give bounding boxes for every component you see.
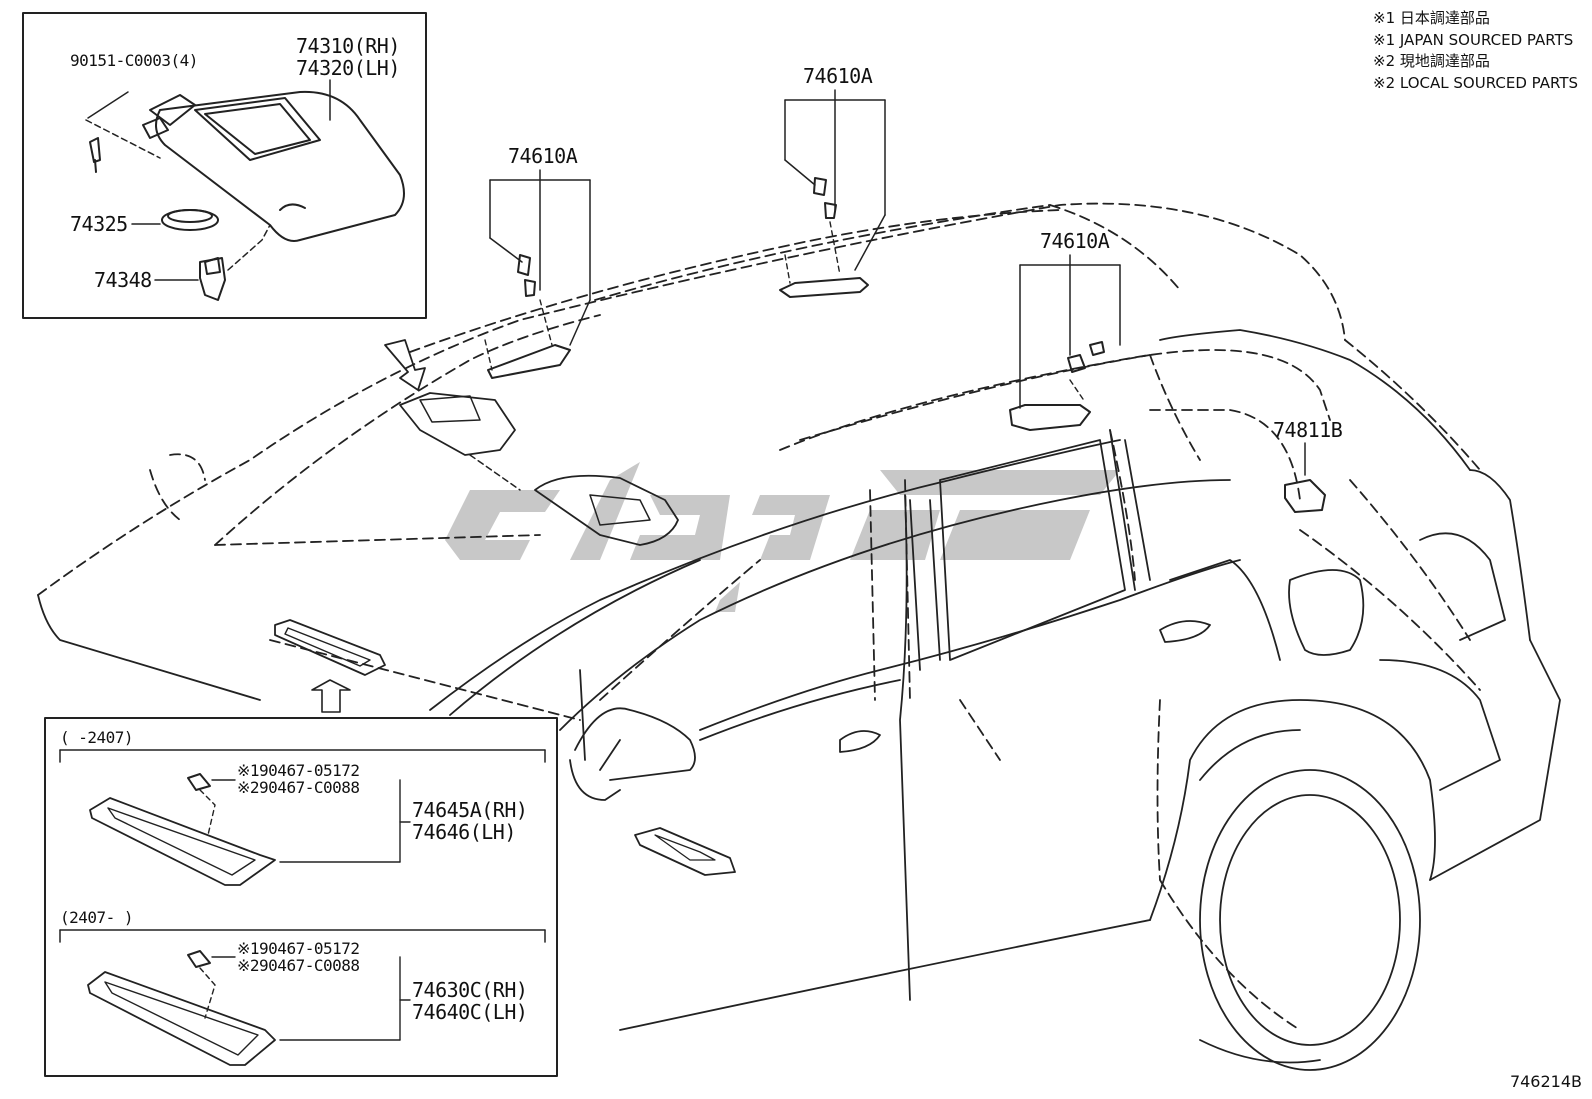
visor-holder-part-number[interactable]: 74325	[70, 212, 128, 236]
note-japan-jp: ※1 日本調達部品	[1373, 9, 1490, 27]
period-1-clip-local[interactable]: ※290467-C0088	[237, 778, 360, 797]
note-local-jp: ※2 現地調達部品	[1373, 52, 1490, 70]
visor-rh-part-number[interactable]: 74310(RH)	[296, 34, 400, 58]
sourcing-notes: ※1 日本調達部品 ※1 JAPAN SOURCED PARTS ※2 現地調達…	[1373, 8, 1578, 94]
period-2-shade-rh[interactable]: 74630C(RH)	[412, 978, 528, 1002]
diagram-id: 746214B	[1509, 1072, 1582, 1091]
assist-grip-label-2[interactable]: 74610A	[803, 64, 873, 88]
note-japan-en: ※1 JAPAN SOURCED PARTS	[1373, 30, 1574, 49]
note-local-en: ※2 LOCAL SOURCED PARTS	[1373, 73, 1578, 92]
period-1-shade-rh[interactable]: 74645A(RH)	[412, 798, 528, 822]
period-2-clip-japan[interactable]: ※190467-05172	[237, 939, 360, 958]
sun-visor-inset-frame	[22, 12, 427, 319]
assist-grip-label-3[interactable]: 74610A	[1040, 229, 1110, 253]
period-2-shade-lh[interactable]: 74640C(LH)	[412, 1000, 528, 1024]
assist-grip-label-1[interactable]: 74610A	[508, 144, 578, 168]
period-1-range: ( -2407)	[60, 728, 134, 747]
visor-lh-part-number[interactable]: 74320(LH)	[296, 56, 400, 80]
visor-clip-part-number[interactable]: 74348	[94, 268, 152, 292]
period-1-shade-lh[interactable]: 74646(LH)	[412, 820, 516, 844]
period-2-clip-local[interactable]: ※290467-C0088	[237, 956, 360, 975]
screw-part-number[interactable]: 90151-C0003(4)	[70, 51, 198, 70]
sunshade-inset-frame	[44, 717, 558, 1077]
period-1-clip-japan[interactable]: ※190467-05172	[237, 761, 360, 780]
room-lamp-part-number[interactable]: 74811B	[1273, 418, 1343, 442]
watermark-logo	[445, 462, 1120, 612]
period-2-range: (2407- )	[60, 908, 134, 927]
